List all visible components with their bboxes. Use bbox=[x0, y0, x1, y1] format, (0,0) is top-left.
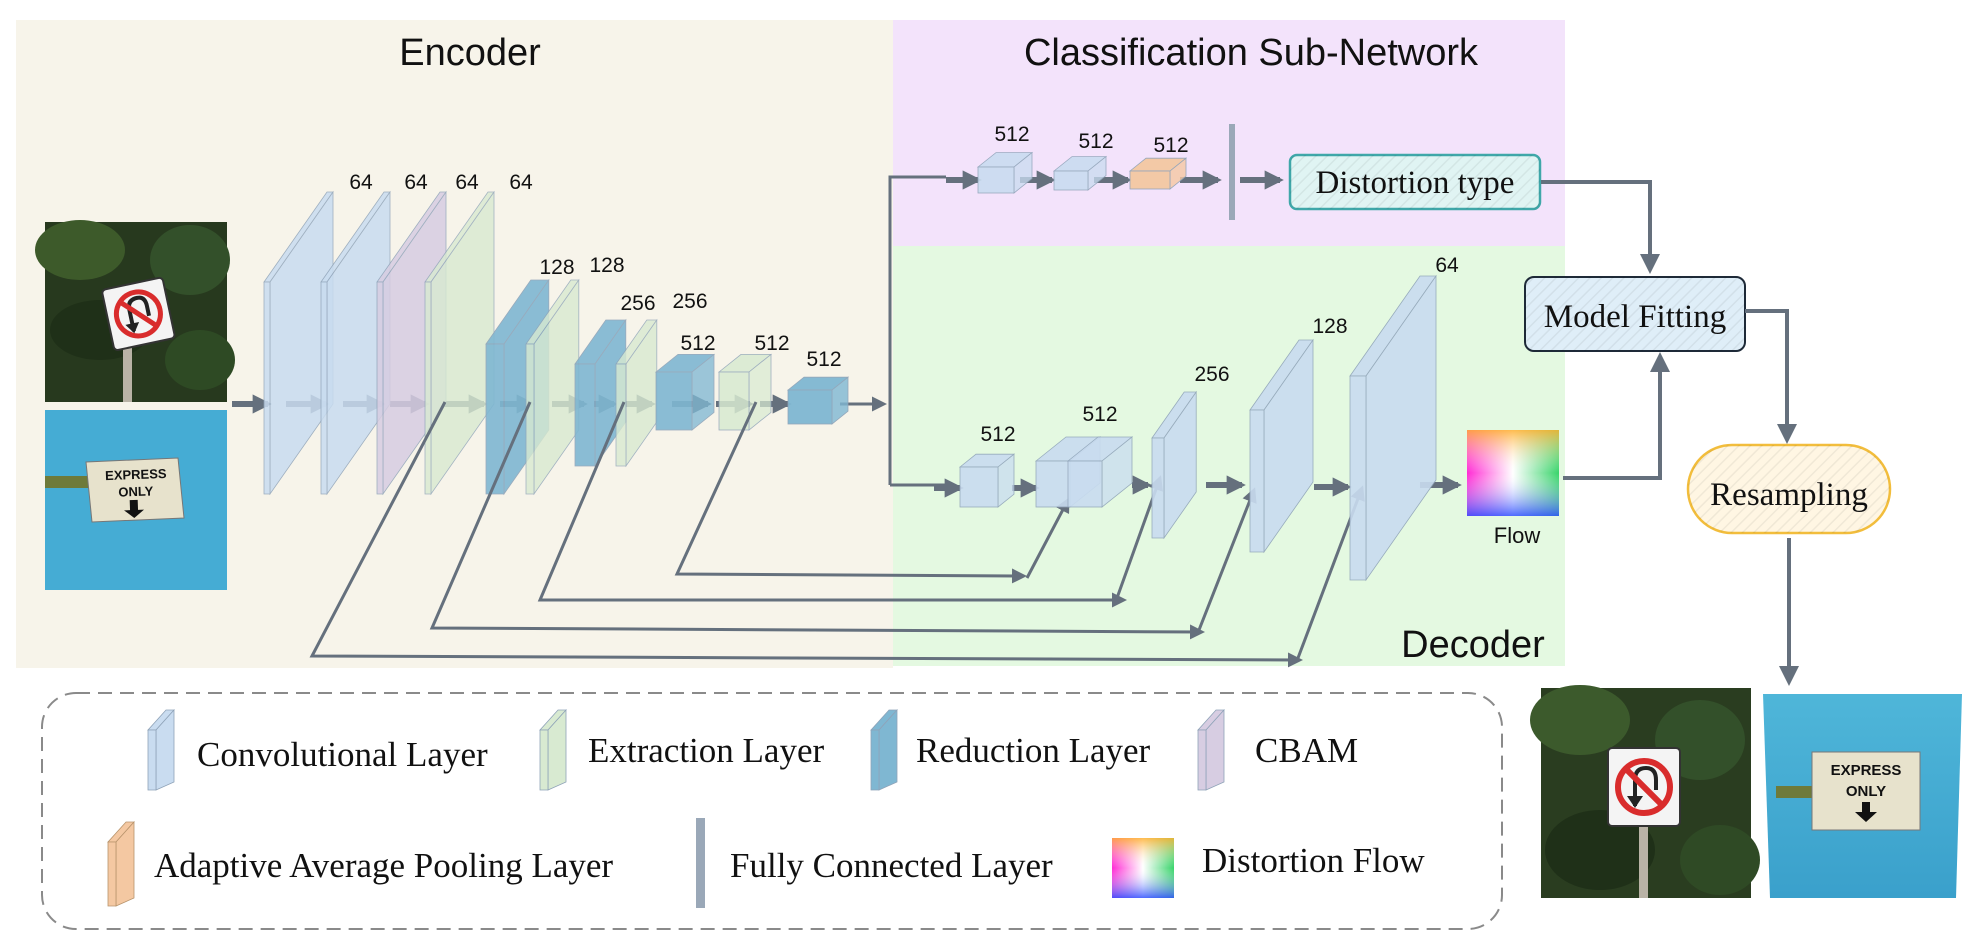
encoder-title: Encoder bbox=[399, 32, 541, 74]
encoder-channel-label: 512 bbox=[806, 348, 841, 371]
legend-label-fc: Fully Connected Layer bbox=[730, 846, 1053, 885]
classifier-channel-label: 512 bbox=[994, 123, 1029, 146]
flow-output-image bbox=[1467, 430, 1559, 516]
legend-swatches bbox=[107, 708, 1225, 907]
skip-connection-512-up bbox=[1025, 497, 1070, 579]
encoder-layers bbox=[263, 190, 850, 496]
legend-swatch-flow bbox=[1112, 838, 1174, 898]
decoder-conv-layer bbox=[1349, 274, 1437, 582]
encoder-extraction-layer bbox=[525, 278, 580, 496]
encoder-channel-labels: 64 64 64 64 128 128 256 256 512 512 512 bbox=[349, 171, 841, 371]
classifier-layers bbox=[976, 151, 1188, 194]
model-fitting-label: Model Fitting bbox=[1544, 299, 1726, 335]
decoder-channel-label: 256 bbox=[1194, 363, 1229, 386]
encoder-channel-label: 64 bbox=[509, 171, 533, 194]
decoder-flow-arrows bbox=[934, 475, 1462, 498]
distortion-type-label: Distortion type bbox=[1316, 165, 1515, 201]
encoder-reduction-layer bbox=[786, 376, 850, 425]
classifier-channel-label: 512 bbox=[1078, 130, 1113, 153]
decoder-channel-label: 512 bbox=[980, 423, 1015, 446]
skip-connection-512 bbox=[674, 401, 1027, 584]
branch-to-classifier bbox=[888, 175, 946, 485]
output-sign-line2: ONLY bbox=[1846, 783, 1886, 800]
encoder-extraction-layer bbox=[424, 190, 495, 496]
distortion-type-box: Distortion type bbox=[1288, 153, 1542, 211]
encoder-channel-label: 256 bbox=[620, 292, 655, 315]
encoder-extraction-layer bbox=[615, 318, 658, 468]
output-sign-line1: EXPRESS bbox=[1831, 762, 1902, 779]
encoder-conv-layer bbox=[263, 190, 334, 496]
output-connectors bbox=[1541, 180, 1799, 686]
classifier-pooling-layer bbox=[1128, 157, 1188, 190]
fully-connected-layer bbox=[1229, 124, 1235, 220]
skip-connection-256 bbox=[537, 401, 1127, 608]
decoder-conv-layer bbox=[958, 453, 1016, 508]
output-photo-uturn-sign bbox=[1530, 685, 1760, 898]
decoder-channel-label: 128 bbox=[1312, 315, 1347, 338]
input-sign-line1: EXPRESS bbox=[105, 466, 167, 483]
decoder-title: Decoder bbox=[1401, 624, 1545, 666]
skip-connection-128-up bbox=[1197, 487, 1257, 631]
output-photo-express-sign: EXPRESS ONLY bbox=[1763, 694, 1962, 898]
encoder-reduction-layer bbox=[574, 318, 627, 468]
decoder-channel-label: 64 bbox=[1435, 254, 1459, 277]
input-sign-line2: ONLY bbox=[118, 483, 154, 499]
encoder-channel-label: 256 bbox=[672, 290, 707, 313]
classifier-conv-layer bbox=[976, 151, 1034, 194]
encoder-channel-label: 512 bbox=[754, 332, 789, 355]
decoder-conv-layer bbox=[1249, 338, 1314, 554]
decoder-conv-layer bbox=[1066, 436, 1134, 508]
classifier-channel-labels: 512 512 512 bbox=[994, 123, 1188, 157]
encoder-reduction-layer bbox=[654, 353, 716, 431]
resampling-label: Resampling bbox=[1710, 477, 1868, 513]
legend-swatch-extraction bbox=[539, 708, 567, 791]
skip-connections bbox=[309, 401, 1365, 668]
skip-connection-128 bbox=[429, 401, 1205, 640]
legend-label-extraction: Extraction Layer bbox=[588, 731, 824, 770]
legend-swatch-conv bbox=[147, 708, 175, 791]
legend-label-reduction: Reduction Layer bbox=[916, 731, 1151, 770]
encoder-conv-layer bbox=[320, 190, 391, 496]
legend-label-pooling: Adaptive Average Pooling Layer bbox=[154, 846, 613, 885]
legend-swatch-pooling bbox=[107, 820, 135, 907]
legend-swatch-cbam bbox=[1197, 708, 1225, 791]
input-photo-express-sign: EXPRESS ONLY bbox=[45, 410, 227, 590]
legend-label-cbam: CBAM bbox=[1255, 731, 1358, 770]
legend-swatch-fc bbox=[696, 818, 705, 908]
flow-label: Flow bbox=[1494, 523, 1541, 548]
classification-title: Classification Sub-Network bbox=[1024, 32, 1479, 74]
input-photo-uturn-sign bbox=[35, 220, 235, 402]
resampling-box: Resampling bbox=[1686, 443, 1892, 535]
classifier-channel-label: 512 bbox=[1153, 134, 1188, 157]
decoder-channel-labels: 512 512 256 128 64 bbox=[980, 254, 1459, 446]
decoder-layers bbox=[958, 274, 1437, 582]
model-fitting-box: Model Fitting bbox=[1524, 276, 1746, 352]
legend-swatch-reduction bbox=[870, 708, 898, 791]
decoder-channel-label: 512 bbox=[1082, 403, 1117, 426]
legend-label-flow: Distortion Flow bbox=[1202, 841, 1425, 880]
encoder-channel-label: 128 bbox=[539, 256, 574, 279]
encoder-channel-label: 128 bbox=[589, 254, 624, 277]
legend-label-conv: Convolutional Layer bbox=[197, 735, 488, 774]
encoder-channel-label: 64 bbox=[349, 171, 373, 194]
classifier-conv-layer bbox=[1052, 155, 1108, 191]
encoder-channel-label: 512 bbox=[680, 332, 715, 355]
legend-box bbox=[41, 692, 1503, 930]
decoder-conv-layer bbox=[1151, 390, 1197, 540]
encoder-extraction-layer bbox=[717, 353, 773, 431]
encoder-channel-label: 64 bbox=[404, 171, 428, 194]
encoder-channel-label: 64 bbox=[455, 171, 479, 194]
skip-connection-64 bbox=[309, 401, 1303, 668]
